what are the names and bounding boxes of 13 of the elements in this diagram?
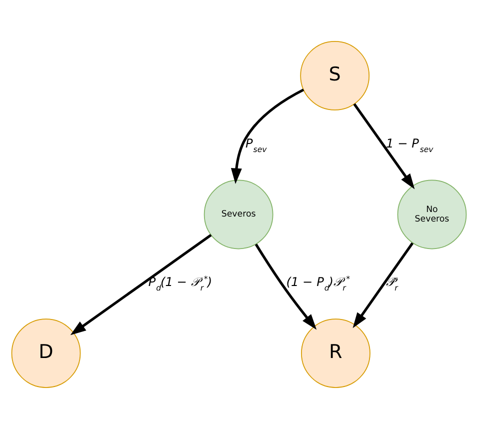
node-circle: Severos — [204, 180, 274, 250]
arrow — [230, 88, 304, 184]
arrow — [353, 103, 415, 190]
node-circle: S — [300, 41, 370, 110]
node-circle: R — [301, 318, 370, 388]
edge-label: P$_{sev}$ — [246, 136, 267, 154]
edge-label: 1 − P$_{sev}$ — [386, 136, 434, 154]
node-circle: No Severos — [397, 180, 467, 250]
arrow — [352, 242, 414, 328]
edge-label: 𝒫̂$_{r}$ — [386, 275, 398, 293]
arrow — [70, 234, 212, 336]
arrow — [254, 244, 317, 330]
node-circle: D — [11, 318, 81, 388]
